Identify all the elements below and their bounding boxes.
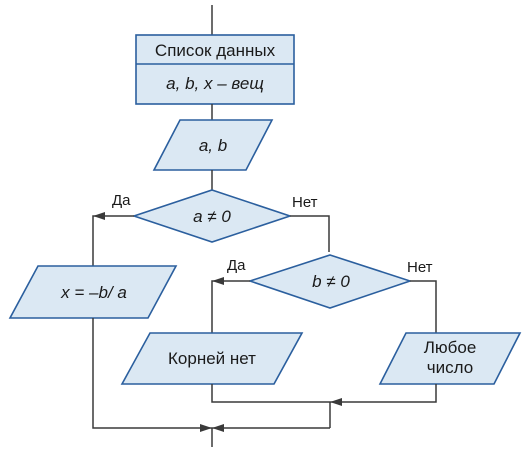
merge-any-arrow [330, 398, 342, 406]
edge-yes-b: Да [227, 257, 246, 274]
input-parallelogram [152, 119, 274, 171]
edge-no-b: Нет [407, 259, 433, 276]
merge-any-line [330, 384, 437, 403]
decision-a-label: a ≠ 0 [193, 207, 231, 226]
final-merge-arrow-left [200, 424, 212, 432]
input-block: a, b [152, 119, 274, 171]
output-x-block: x = –b/ a [8, 265, 178, 319]
merge-no-roots-line [211, 384, 330, 403]
output-x-parallelogram [8, 265, 178, 319]
decision-a-diamond [131, 189, 293, 243]
decision-b-label: b ≠ 0 [312, 272, 350, 291]
yes-branch-a-line [92, 215, 134, 266]
decision-b: b ≠ 0 [247, 254, 413, 309]
data-block-title: Список данных [155, 41, 276, 60]
data-block-vars: a, b, x – вещ [166, 74, 264, 93]
output-no-roots-block: Корней нет [120, 332, 304, 385]
decision-a: a ≠ 0 [131, 189, 293, 243]
no-branch-a-line [290, 215, 330, 252]
output-any-block: Любое число [378, 332, 522, 385]
yes-branch-b-arrow [212, 277, 224, 285]
output-no-roots-label: Корней нет [168, 349, 256, 368]
edge-no-a: Нет [292, 194, 318, 211]
output-no-roots-parallelogram [120, 332, 304, 385]
no-branch-b-line [410, 280, 437, 333]
final-merge-arrow-right [212, 424, 224, 432]
yes-branch-a-arrow [93, 212, 105, 220]
data-block-rect [135, 34, 295, 105]
output-any-label-1: Любое [424, 338, 477, 357]
yes-branch-b-line [211, 280, 250, 333]
data-block: Список данных a, b, x – вещ [135, 34, 295, 105]
output-any-label-2: число [427, 358, 473, 377]
output-x-label: x = –b/ a [60, 283, 127, 302]
merge-x-line [92, 318, 330, 429]
decision-b-diamond [247, 254, 413, 309]
output-any-parallelogram [378, 332, 522, 385]
edge-yes-a: Да [112, 192, 131, 209]
input-label: a, b [199, 136, 227, 155]
